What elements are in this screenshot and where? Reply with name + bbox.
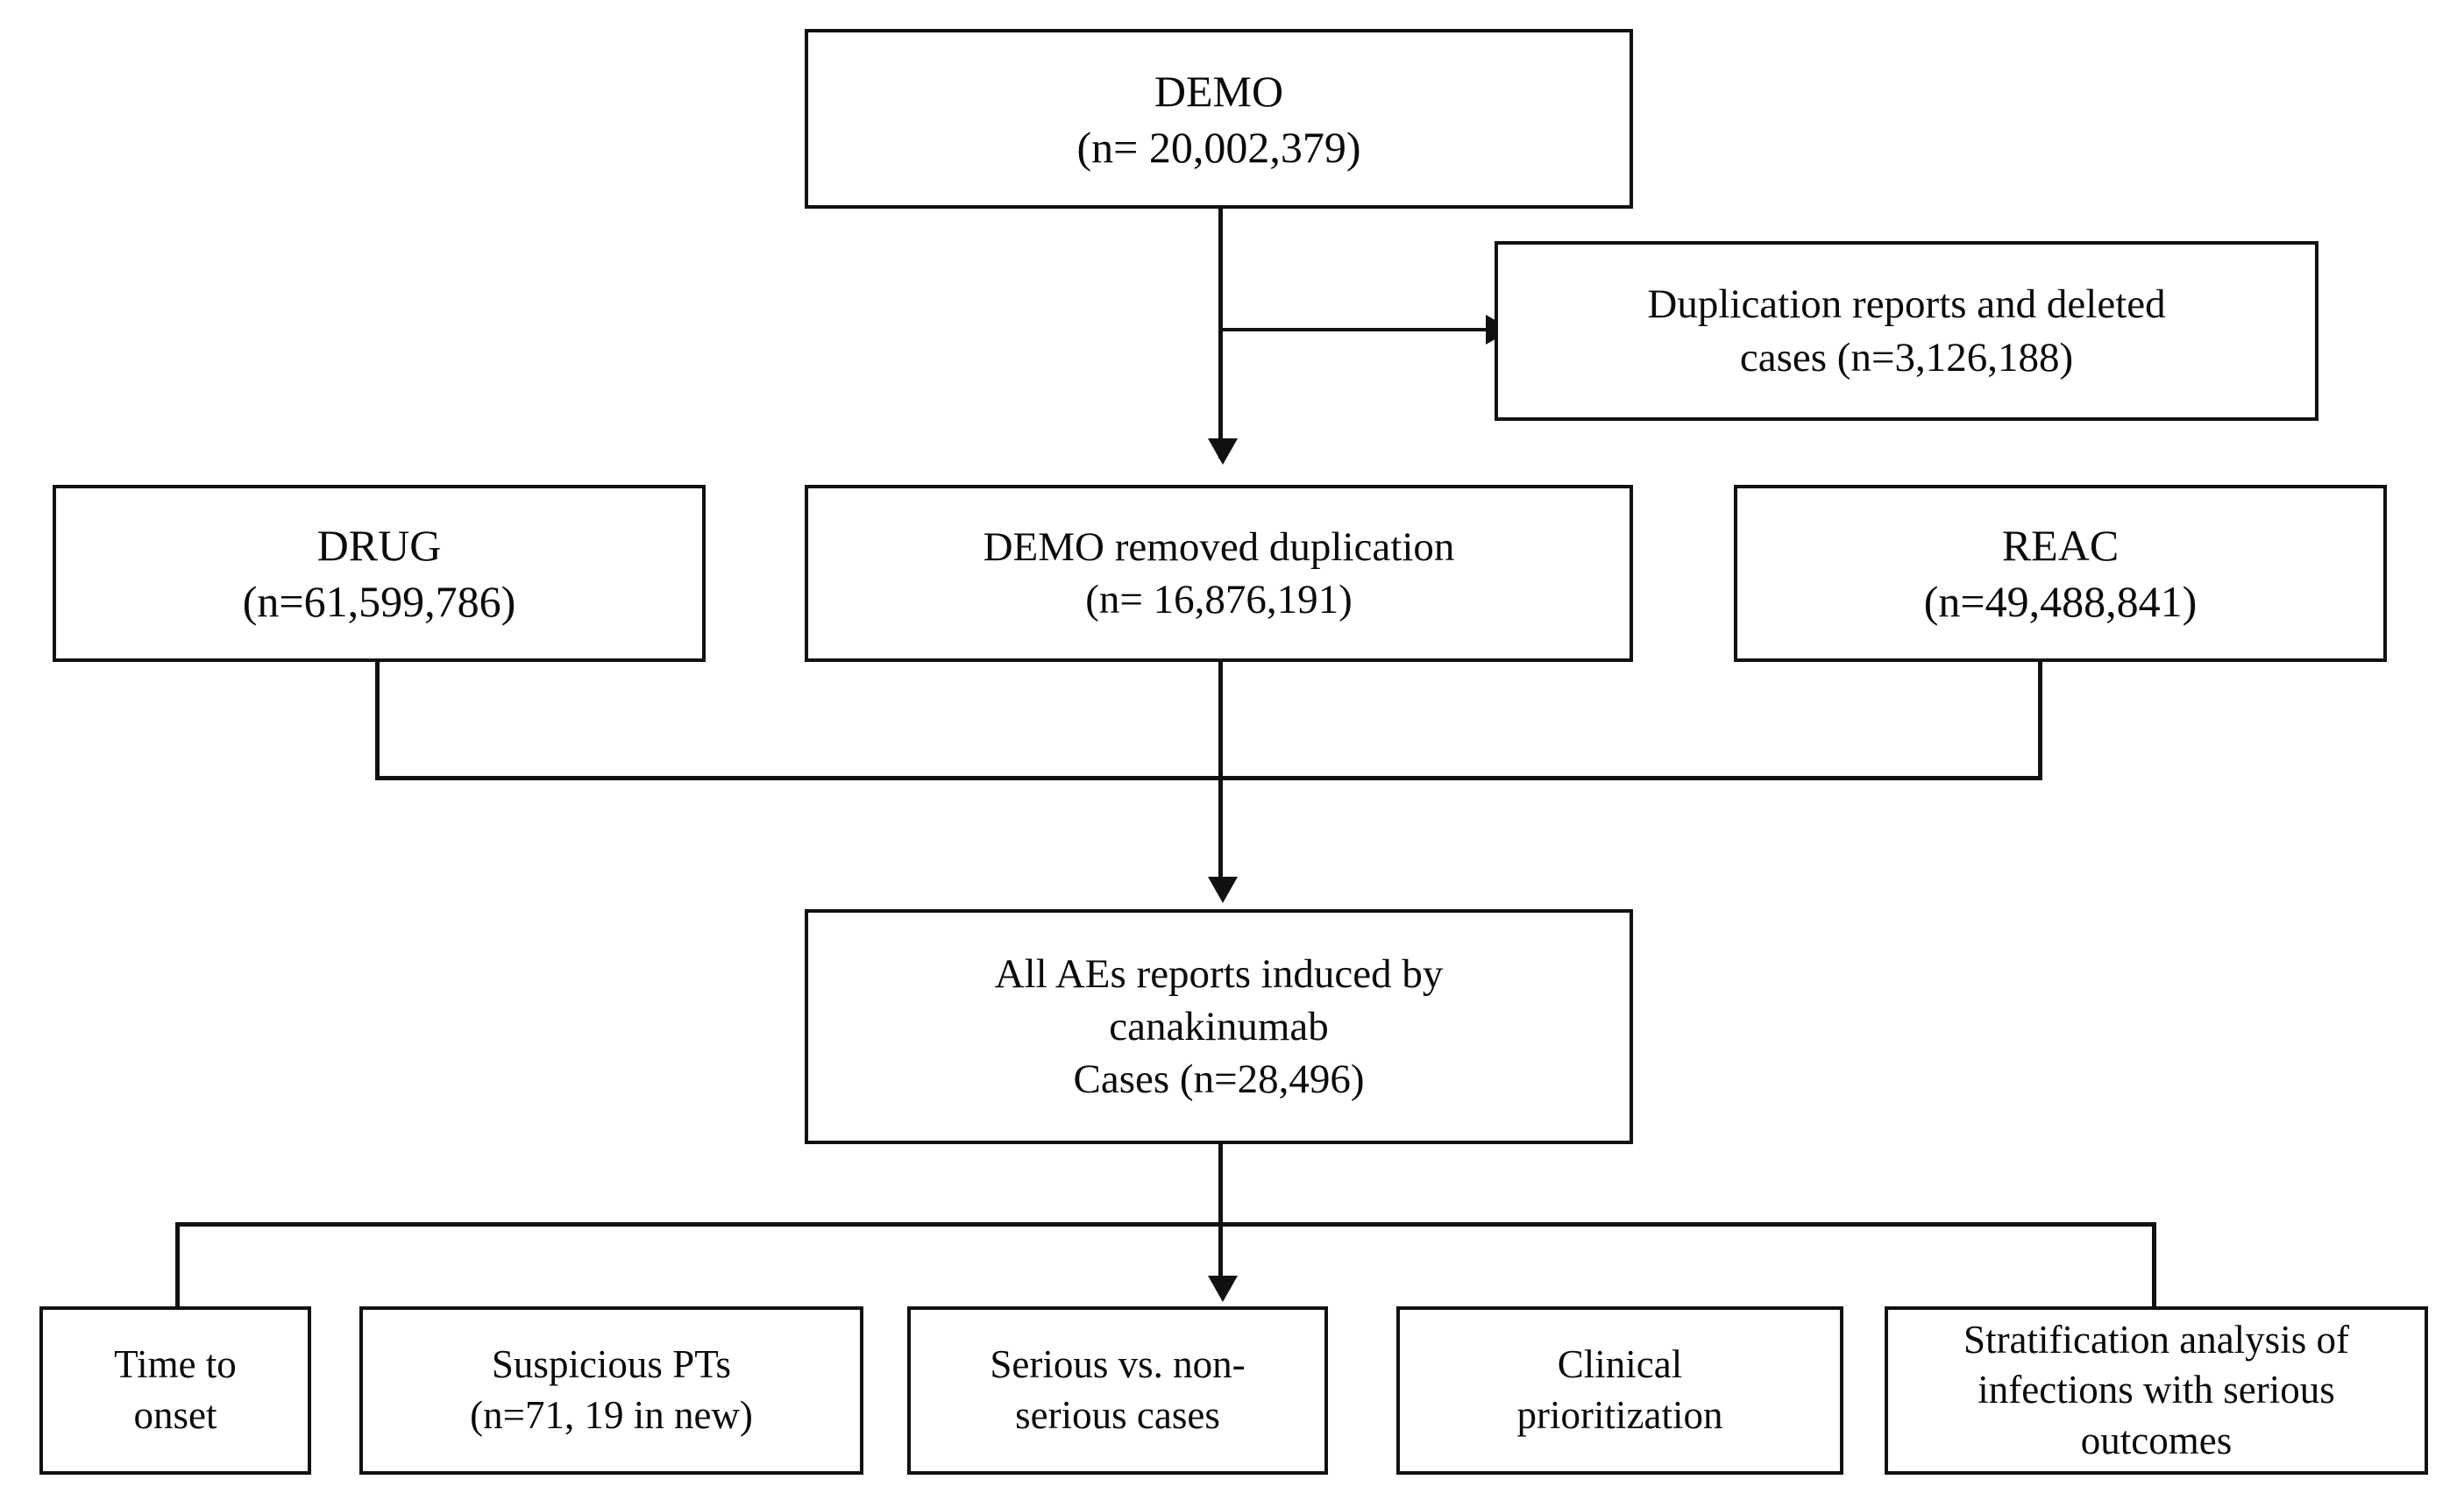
node-all-aes-reports[interactable]: All AEs reports induced by canakinumab C…: [805, 909, 1633, 1144]
node-serious-vs-nonserious-label: Serious vs. non- serious cases: [990, 1342, 1246, 1437]
node-time-to-onset[interactable]: Time to onset: [39, 1306, 311, 1475]
arrowhead-demo-removed: [1208, 438, 1238, 465]
connector-merge-to-all-aes: [1218, 662, 1223, 894]
connector-all-aes-down: [1218, 1142, 1223, 1226]
connector-fanout-bar: [175, 1222, 2156, 1227]
connector-merge-bar: [375, 776, 2042, 780]
node-serious-vs-nonserious[interactable]: Serious vs. non- serious cases: [907, 1306, 1328, 1475]
connector-reac-down: [2038, 662, 2042, 780]
node-reac[interactable]: REAC (n=49,488,841): [1734, 485, 2387, 662]
connector-fanout-left-drop: [175, 1222, 180, 1309]
connector-demo-to-demo-removed: [1218, 209, 1223, 459]
arrowhead-serious-vs-nonserious: [1208, 1276, 1238, 1302]
arrowhead-all-aes: [1208, 877, 1238, 903]
node-demo[interactable]: DEMO (n= 20,002,379): [805, 29, 1633, 209]
connector-fanout-center-drop: [1218, 1222, 1223, 1282]
node-time-to-onset-label: Time to onset: [114, 1342, 237, 1437]
node-reac-label: REAC (n=49,488,841): [1923, 521, 2198, 626]
node-suspicious-pts[interactable]: Suspicious PTs (n=71, 19 in new): [359, 1306, 863, 1475]
node-duplication-reports-label: Duplication reports and deleted cases (n…: [1647, 281, 2166, 381]
node-clinical-prioritization[interactable]: Clinical prioritization: [1396, 1306, 1843, 1475]
connector-drug-down: [375, 662, 380, 780]
node-drug[interactable]: DRUG (n=61,599,786): [53, 485, 706, 662]
node-stratification-analysis-label: Stratification analysis of infections wi…: [1963, 1317, 2349, 1462]
node-demo-removed-duplication-label: DEMO removed duplication (n= 16,876,191): [983, 523, 1455, 622]
node-demo-removed-duplication[interactable]: DEMO removed duplication (n= 16,876,191): [805, 485, 1633, 662]
node-clinical-prioritization-label: Clinical prioritization: [1516, 1342, 1723, 1437]
node-stratification-analysis[interactable]: Stratification analysis of infections wi…: [1885, 1306, 2428, 1475]
connector-fanout-right-drop: [2152, 1222, 2156, 1309]
connector-demo-to-duplication: [1218, 328, 1490, 331]
node-drug-label: DRUG (n=61,599,786): [242, 521, 516, 626]
node-demo-label: DEMO (n= 20,002,379): [1076, 66, 1361, 172]
node-all-aes-reports-label: All AEs reports induced by canakinumab C…: [994, 950, 1444, 1103]
node-suspicious-pts-label: Suspicious PTs (n=71, 19 in new): [470, 1342, 753, 1437]
node-duplication-reports[interactable]: Duplication reports and deleted cases (n…: [1495, 241, 2318, 421]
